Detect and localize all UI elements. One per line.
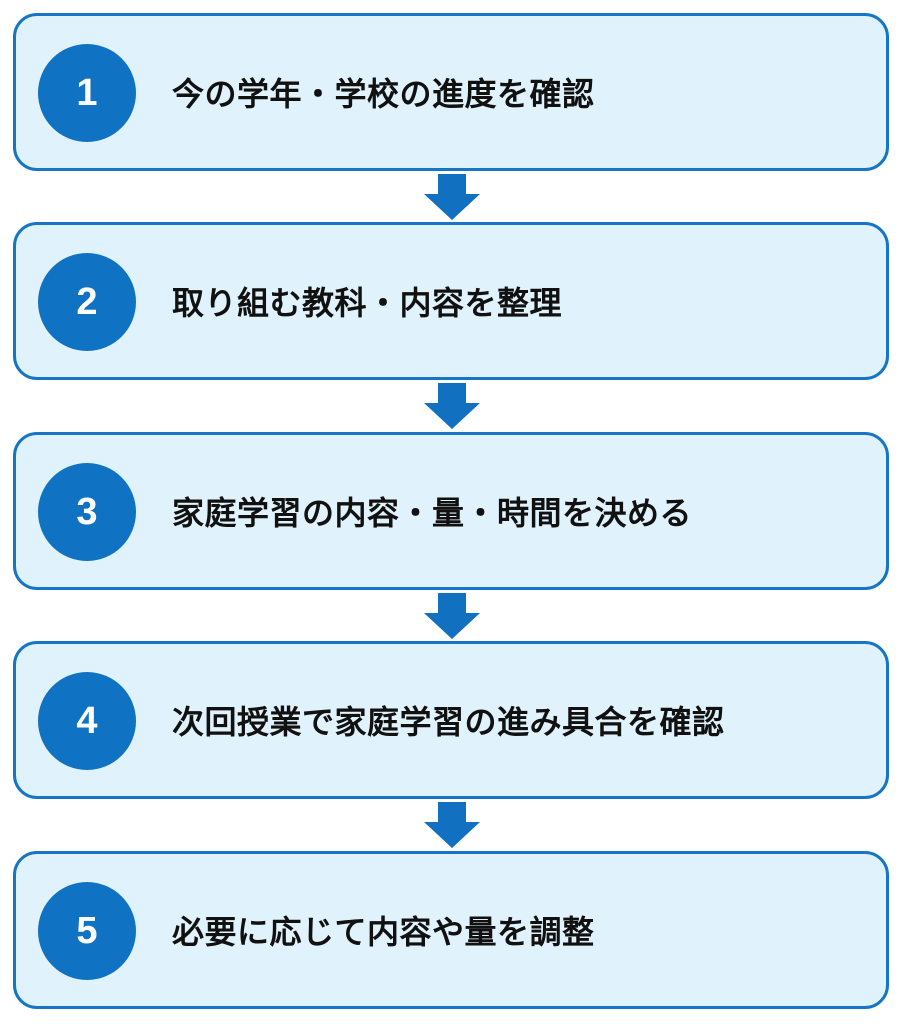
- step-text-4: 次回授業で家庭学習の進み具合を確認: [172, 703, 725, 741]
- down-arrow-icon-1: [424, 174, 480, 220]
- step-box-2: 2 取り組む教科・内容を整理: [13, 222, 889, 380]
- step-number-badge-4: 4: [38, 672, 136, 770]
- down-arrow-icon-4: [424, 802, 480, 848]
- step-box-5: 5 必要に応じて内容や量を調整: [13, 851, 889, 1009]
- step-number-badge-3: 3: [38, 463, 136, 561]
- step-number-badge-5: 5: [38, 882, 136, 980]
- step-text-3: 家庭学習の内容・量・時間を決める: [172, 494, 693, 532]
- step-box-4: 4 次回授業で家庭学習の進み具合を確認: [13, 641, 889, 799]
- step-text-1: 今の学年・学校の進度を確認: [172, 75, 595, 113]
- step-text-5: 必要に応じて内容や量を調整: [172, 913, 595, 951]
- step-number-badge-1: 1: [38, 44, 136, 142]
- down-arrow-icon-3: [424, 593, 480, 639]
- down-arrow-icon-2: [424, 383, 480, 429]
- step-text-2: 取り組む教科・内容を整理: [172, 284, 563, 322]
- step-box-1: 1 今の学年・学校の進度を確認: [13, 13, 889, 171]
- step-number-badge-2: 2: [38, 253, 136, 351]
- step-box-3: 3 家庭学習の内容・量・時間を決める: [13, 432, 889, 590]
